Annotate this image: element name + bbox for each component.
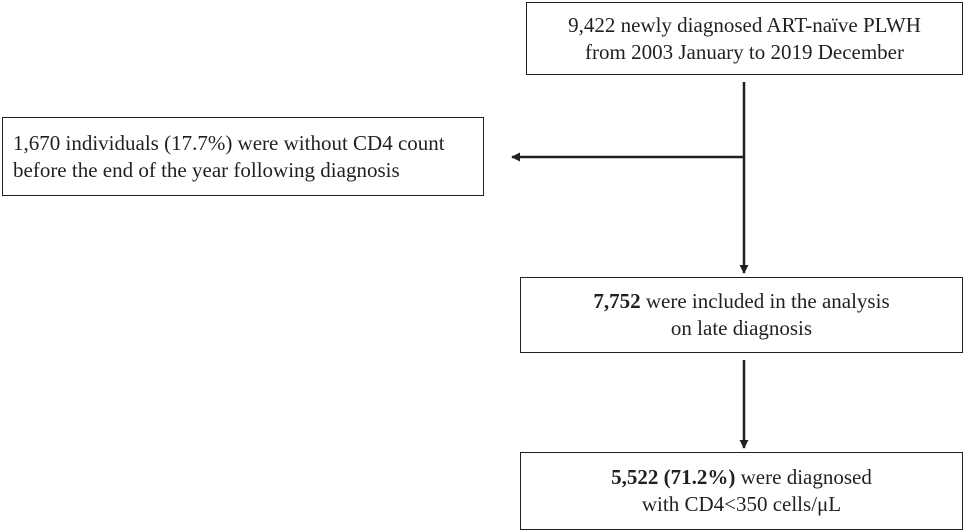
included-count: 7,752 xyxy=(593,289,641,313)
source-line-2: from 2003 January to 2019 December xyxy=(585,39,904,64)
included-box: 7,752 were included in the analysis on l… xyxy=(520,277,963,353)
late-line-2: with CD4<350 cells/μL xyxy=(641,492,842,516)
included-line-1: 7,752 were included in the analysis xyxy=(593,288,889,315)
included-line-1-text: were included in the analysis xyxy=(640,289,890,313)
late-line-1: 5,522 (71.2%) were diagnosed xyxy=(611,464,872,491)
excluded-line-2: before the end of the year following dia… xyxy=(13,157,400,182)
late-line-1-text: were diagnosed xyxy=(735,465,872,489)
excluded-box: 1,670 individuals (17.7%) were without C… xyxy=(2,117,484,196)
source-line-1: 9,422 newly diagnosed ART-naïve PLWH xyxy=(568,12,921,37)
excluded-line-1: 1,670 individuals (17.7%) were without C… xyxy=(13,130,445,155)
late-diagnosis-box: 5,522 (71.2%) were diagnosed with CD4<35… xyxy=(520,452,963,530)
late-count: 5,522 (71.2%) xyxy=(611,465,736,489)
source-population-box: 9,422 newly diagnosed ART-naïve PLWH fro… xyxy=(526,2,963,75)
included-line-2: on late diagnosis xyxy=(670,316,813,340)
